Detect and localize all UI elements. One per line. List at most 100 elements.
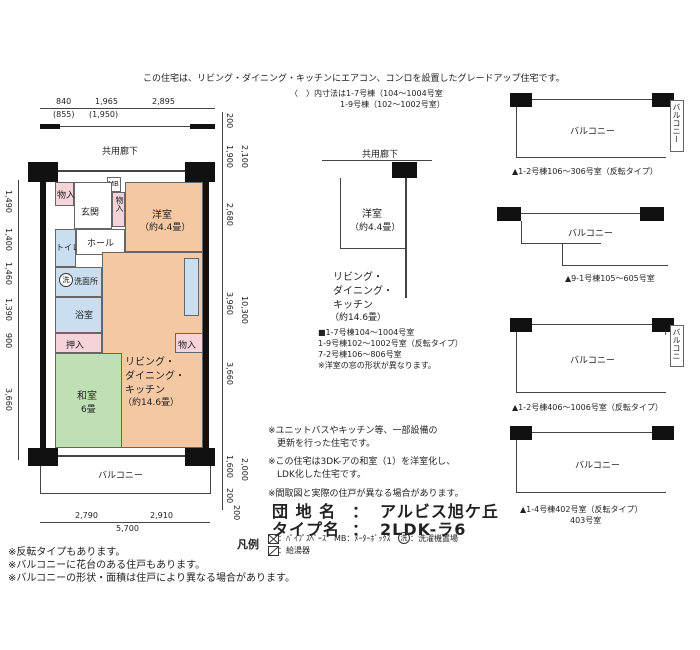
variant-4-caption: ▲1-4号棟402号室（反転タイプ） — [520, 505, 643, 514]
legend-washing-machine: ：洗濯機置場 — [410, 534, 458, 543]
dim-top-1: 840 — [56, 97, 72, 106]
variant-1-edge — [532, 99, 652, 100]
note-3: ※この住宅は3DK-アの和室（1）を洋室化し、 — [268, 457, 456, 467]
variant-1-side-left — [516, 107, 517, 157]
footer-note-3: ※バルコニーの形状・面積は住戸により異なる場合があります。 — [8, 573, 295, 584]
variant-3-label: バルコニー — [570, 356, 615, 366]
variant-2-caption: ▲9-1号棟105～605号室 — [565, 274, 655, 283]
storage-1-label: 物入 — [57, 191, 76, 201]
alt-wall-right — [405, 178, 407, 298]
japanese-room-label: 和室 — [77, 391, 97, 402]
note-5: ※間取図と実際の住戸が異なる場合があります。 — [268, 489, 464, 499]
alt-ldk-size: （約14.6畳） — [330, 313, 387, 323]
alt-note-2: 1-9号棟102～1002号室（反転タイプ） — [318, 339, 463, 348]
variant-3-edge — [532, 324, 652, 325]
hall-label: ホール — [87, 239, 115, 249]
legend-water-heater: ：給湯器 — [278, 546, 310, 555]
dimension-note-line2: 1-9号棟（102～1002号室） — [340, 100, 445, 109]
variant-1-wall-right — [652, 93, 674, 107]
legend-meter-box: MB：ﾒｰﾀｰﾎﾞｯｸｽ — [334, 534, 391, 543]
water-heater-icon — [268, 546, 279, 556]
dim-right-1: 200 — [225, 113, 234, 129]
ldk-size: （約14.6畳） — [123, 398, 180, 408]
alt-western-room-size: （約4.4畳） — [350, 223, 401, 233]
alt-ldk-label-2: ダイニング・ — [333, 286, 393, 297]
variant-1-wall-left — [510, 93, 532, 107]
dim-top-2b: (1,950) — [89, 110, 119, 119]
variant-4-caption-2: 403号室 — [570, 516, 602, 525]
wall-bottom — [58, 455, 185, 457]
footer-note-1: ※反転タイプもあります。 — [8, 547, 126, 558]
toilet: トイレ — [55, 229, 80, 267]
wall-top-left-block — [28, 162, 58, 182]
balcony-edge-right — [210, 466, 211, 494]
ldk-label-3: キッチン — [125, 385, 165, 396]
legend-title: 凡例 — [237, 538, 259, 551]
bathroom-label: 浴室 — [75, 311, 94, 321]
alt-western-room-label: 洋室 — [362, 209, 382, 220]
balcony-edge-left — [40, 466, 41, 494]
variant-4-side-left — [516, 440, 517, 492]
dim-left-4: 1,390 — [4, 298, 13, 321]
washroom: 洗 洗面所 — [55, 267, 102, 297]
variant-2-bottom — [562, 265, 668, 266]
variant-2-side-left — [521, 221, 522, 243]
dim-left-5: 900 — [4, 333, 13, 349]
dimension-line-top — [40, 108, 215, 109]
ldk-label-1: リビング・ — [125, 357, 175, 368]
japanese-room-size: 6畳 — [81, 405, 96, 415]
variant-2-wall-right — [640, 207, 664, 221]
western-room-size: （約4.4畳） — [140, 223, 191, 233]
storage-1: 物入 — [55, 182, 76, 206]
variant-4-bottom — [516, 492, 666, 493]
dim-left-6: 3,660 — [4, 388, 13, 411]
variant-4-wall-left — [510, 426, 532, 440]
wall-bottom-left-block — [28, 448, 58, 466]
alt-wall-left — [340, 178, 341, 248]
washing-machine-legend-icon: 洗 — [398, 532, 410, 544]
wall-left — [40, 182, 46, 448]
variant-4-edge — [532, 432, 652, 433]
variant-2-step-down — [562, 243, 563, 265]
entrance: 玄関 — [74, 182, 112, 229]
variant-2-step — [521, 243, 601, 244]
alt-ldk-label-3: キッチン — [333, 300, 373, 311]
header-note: この住宅は、リビング・ダイニング・キッチンにエアコン、コンロを設置したグレードア… — [143, 74, 565, 84]
dim-right-10: 200 — [225, 488, 234, 504]
alt-wall-block — [392, 162, 417, 178]
variant-3-wall-left — [510, 318, 532, 332]
alt-ldk-label-1: リビング・ — [333, 272, 383, 283]
corridor-wall-right — [190, 124, 215, 129]
wall-right — [203, 182, 209, 448]
dim-left-3: 1,460 — [4, 262, 13, 285]
dimension-note-line1: 〈 〉内寸法は1-7号棟（104～1004号室 — [290, 89, 443, 98]
balcony-label: バルコニー — [98, 471, 143, 481]
alt-note-4: ※洋室の窓の形状が異なります。 — [318, 361, 436, 370]
dim-right-5: 3,960 — [225, 292, 234, 315]
storage-2-label: 物入 — [115, 196, 124, 212]
hall: ホール — [76, 229, 125, 255]
legend-pipe-space: ：ﾊﾟｲﾌﾟｽﾍﾟｰｽ — [278, 534, 326, 543]
storage-2: 物入 — [112, 192, 125, 227]
kitchen-counter — [184, 258, 199, 316]
wall-bottom-right-block — [185, 448, 215, 466]
variant-1-label: バルコニー — [570, 127, 615, 137]
ldk-label-2: ダイニング・ — [125, 371, 185, 382]
variant-1-caption: ▲1-2号棟106～306号室（反転タイプ） — [512, 167, 658, 176]
dim-right-4: 2,680 — [225, 203, 234, 226]
variant-1-bottom — [516, 157, 666, 158]
variant-3-caption: ▲1-2号棟406～1006号室（反転タイプ） — [512, 403, 663, 412]
corridor-edge — [60, 126, 190, 127]
note-2: 更新を行った住宅です。 — [268, 439, 376, 449]
meter-box-label: MB — [108, 180, 119, 188]
note-4: LDK化した住宅です。 — [268, 470, 366, 480]
dim-right-8: 1,600 — [225, 455, 234, 478]
toilet-label: トイレ — [56, 243, 80, 252]
dim-bottom-total: 5,700 — [116, 524, 139, 533]
property-type-colon: ： — [352, 520, 370, 539]
alt-note-1: ■1-7号棟104～1004号室 — [318, 328, 415, 337]
variant-2-label: バルコニー — [568, 229, 613, 239]
variant-2-edge — [521, 213, 640, 214]
dim-bottom-200: 200 — [232, 505, 241, 521]
dimension-line-left — [18, 180, 19, 460]
